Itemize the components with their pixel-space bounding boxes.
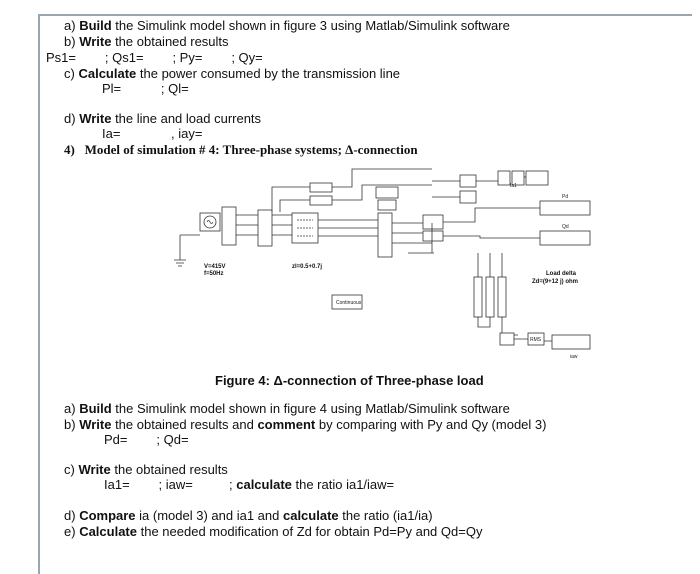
vi-measurement-block — [257, 209, 273, 247]
q4-pd: Pd= ; Qd= — [104, 432, 189, 447]
figure-caption: Figure 4: Δ-connection of Three-phase lo… — [215, 373, 484, 388]
page-frame — [38, 14, 692, 574]
rms-label: RMS — [530, 337, 542, 343]
q3b: b) Write the obtained results — [64, 34, 229, 49]
powergui-label: Continuous — [336, 300, 362, 306]
q4c: c) Write the obtained results — [64, 462, 228, 477]
q3-currents: Ia= , iay= — [102, 126, 203, 141]
ia1-label: Ia1 — [510, 183, 517, 189]
source-terminals — [221, 206, 237, 246]
q4-ia1: Ia1= ; iaw= ; calculate the ratio ia1/ia… — [104, 477, 395, 492]
qd-display — [539, 230, 591, 246]
load-vi-measurement — [377, 212, 393, 258]
source-voltage-label: V=415V — [204, 264, 226, 270]
q4d: d) Compare ia (model 3) and ia1 and calc… — [64, 508, 433, 523]
ground-icon — [174, 235, 186, 267]
current-meter — [499, 332, 515, 346]
q3a: a) Build the Simulink model shown in fig… — [64, 18, 510, 33]
iaw-label: iaw — [570, 354, 578, 360]
q3-power: Pl= ; Ql= — [102, 81, 189, 96]
pq-block — [459, 174, 477, 188]
q4e: e) Calculate the needed modification of … — [64, 524, 483, 539]
source-frequency-label: f=50Hz — [204, 271, 224, 277]
source-icon — [203, 215, 217, 229]
q4a: a) Build the Simulink model shown in fig… — [64, 401, 510, 416]
model4-heading: 4) Model of simulation # 4: Three-phase … — [64, 142, 418, 157]
ia1-display — [551, 334, 591, 350]
powergui-block — [331, 294, 363, 310]
line-impedance-label: zl=0.5+0.7j — [292, 264, 322, 270]
pd-label: Pd — [562, 194, 568, 200]
qd-label: Qd — [562, 224, 569, 230]
load-branches — [477, 253, 503, 281]
load-label: Load delta — [546, 271, 577, 277]
load-impedance-label: Zd=(9+12 j) ohm — [532, 279, 578, 285]
q4b: b) Write the obtained results and commen… — [64, 417, 547, 432]
q3c: c) Calculate the power consumed by the t… — [64, 66, 401, 81]
q3-results: Ps1= ; Qs1= ; Py= ; Qy= — [46, 50, 263, 65]
pd-display — [539, 200, 591, 216]
q3d: d) Write the line and load currents — [64, 111, 262, 126]
simulink-diagram: V=415V f=50Hz zl=0.5+0.7j Load delta Zd=… — [174, 168, 591, 360]
